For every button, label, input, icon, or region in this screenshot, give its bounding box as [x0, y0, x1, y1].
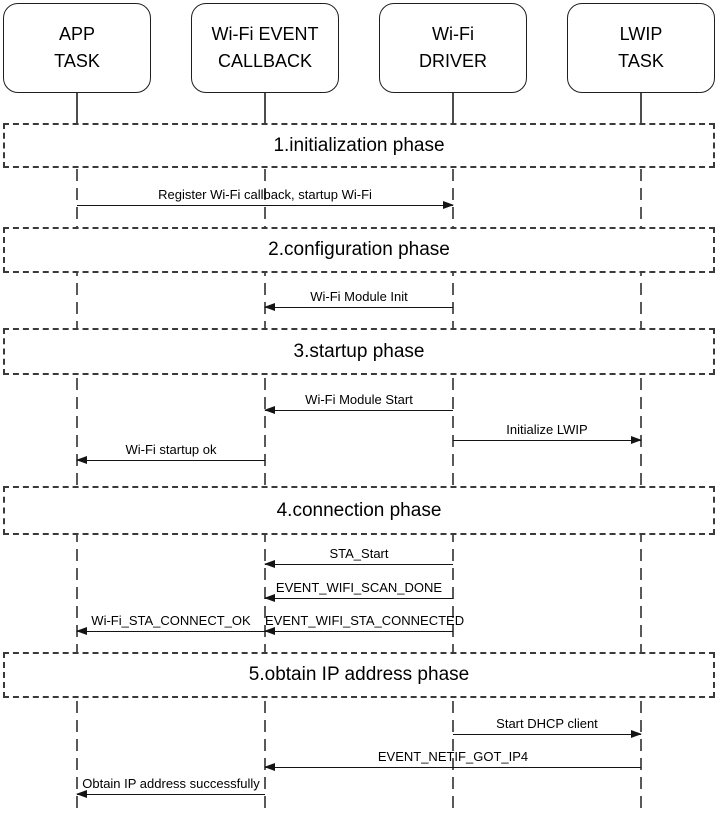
phase-band-3: 3.startup phase — [3, 328, 715, 375]
arrowhead-left-icon — [76, 456, 87, 464]
message-line — [76, 790, 265, 798]
phase-label: 1.initialization phase — [273, 134, 445, 156]
arrowhead-left-icon — [76, 790, 87, 798]
message-1: Register Wi-Fi callback, startup Wi-Fi — [77, 187, 454, 209]
message-label: Obtain IP address successfully — [82, 776, 260, 791]
actor-label: TASK — [54, 51, 100, 71]
phase-label: 2.configuration phase — [268, 239, 450, 260]
message-11: EVENT_NETIF_GOT_IP4 — [264, 749, 641, 771]
message-3: Wi-Fi Module Start — [264, 392, 453, 414]
message-6: STA_Start — [264, 546, 453, 568]
message-label: EVENT_WIFI_STA_CONNECTED — [265, 613, 465, 628]
arrowhead-left-icon — [264, 406, 275, 414]
actor-label: CALLBACK — [217, 51, 313, 71]
message-line — [77, 201, 454, 209]
message-line — [76, 627, 265, 635]
lifeline-stem-app-task — [76, 93, 78, 123]
message-label: Register Wi-Fi callback, startup Wi-Fi — [158, 187, 372, 202]
message-line — [264, 560, 453, 568]
lifeline-app-task — [76, 93, 78, 813]
actor-label: TASK — [618, 51, 664, 71]
arrowhead-right-icon — [443, 201, 454, 209]
message-label: Wi-Fi_STA_CONNECT_OK — [91, 613, 251, 628]
message-line — [76, 456, 265, 464]
message-label: Initialize LWIP — [506, 422, 588, 437]
phase-label: 3.startup phase — [293, 340, 425, 362]
lifeline-wifi-driver — [452, 93, 454, 813]
arrowhead-left-icon — [264, 560, 275, 568]
message-8: Wi-Fi_STA_CONNECT_OK — [76, 613, 265, 635]
message-line — [264, 303, 453, 311]
arrowhead-right-icon — [631, 436, 642, 444]
phase-label: 4.connection phase — [276, 499, 442, 521]
phase-band-4: 4.connection phase — [3, 486, 715, 535]
message-7: EVENT_WIFI_SCAN_DONE — [264, 580, 453, 602]
message-line — [264, 594, 453, 602]
lifeline-lwip-task — [640, 93, 642, 813]
lifeline-stem-wifi-event-callback — [264, 93, 266, 123]
message-line — [264, 406, 453, 414]
actor-label: LWIP — [619, 24, 663, 44]
message-10: Start DHCP client — [453, 716, 642, 738]
arrowhead-left-icon — [264, 594, 275, 602]
phase-label: 5.obtain IP address phase — [248, 664, 470, 685]
message-5: Wi-Fi startup ok — [76, 442, 265, 464]
message-label: EVENT_WIFI_SCAN_DONE — [275, 580, 443, 595]
message-label: Wi-Fi Module Start — [305, 392, 413, 407]
lifeline-stem-lwip-task — [640, 93, 642, 123]
phase-band-1: 1.initialization phase — [3, 123, 715, 168]
lifeline-wifi-event-callback — [264, 93, 266, 813]
actor-label: APP — [58, 24, 96, 44]
arrowhead-right-icon — [631, 730, 642, 738]
message-line — [453, 436, 642, 444]
phase-band-5: 5.obtain IP address phase — [3, 652, 715, 698]
arrowhead-left-icon — [264, 303, 275, 311]
arrowhead-left-icon — [76, 627, 87, 635]
actor-box-lwip-task: LWIP TASK — [567, 3, 715, 93]
message-2: Wi-Fi Module Init — [264, 289, 453, 311]
lifeline-stem-wifi-driver — [452, 93, 454, 123]
message-label: EVENT_NETIF_GOT_IP4 — [377, 749, 529, 764]
message-4: Initialize LWIP — [453, 422, 642, 444]
actor-box-wifi-event-callback: Wi-Fi EVENT CALLBACK — [191, 3, 339, 93]
message-label: Wi-Fi Module Init — [310, 289, 408, 304]
actor-label: Wi-Fi — [432, 24, 474, 44]
arrowhead-left-icon — [264, 763, 275, 771]
message-line — [264, 627, 453, 635]
arrowhead-left-icon — [264, 627, 275, 635]
message-label: Start DHCP client — [496, 716, 598, 731]
message-line — [453, 730, 642, 738]
actor-box-app-task: APP TASK — [3, 3, 151, 93]
actor-label: DRIVER — [418, 51, 487, 71]
phase-band-2: 2.configuration phase — [3, 227, 715, 273]
message-12: Obtain IP address successfully — [76, 776, 265, 798]
actor-label: Wi-Fi EVENT — [211, 24, 319, 44]
message-label: Wi-Fi startup ok — [125, 442, 217, 457]
message-9: EVENT_WIFI_STA_CONNECTED — [264, 613, 465, 635]
message-label: STA_Start — [329, 546, 389, 561]
message-line — [264, 763, 641, 771]
